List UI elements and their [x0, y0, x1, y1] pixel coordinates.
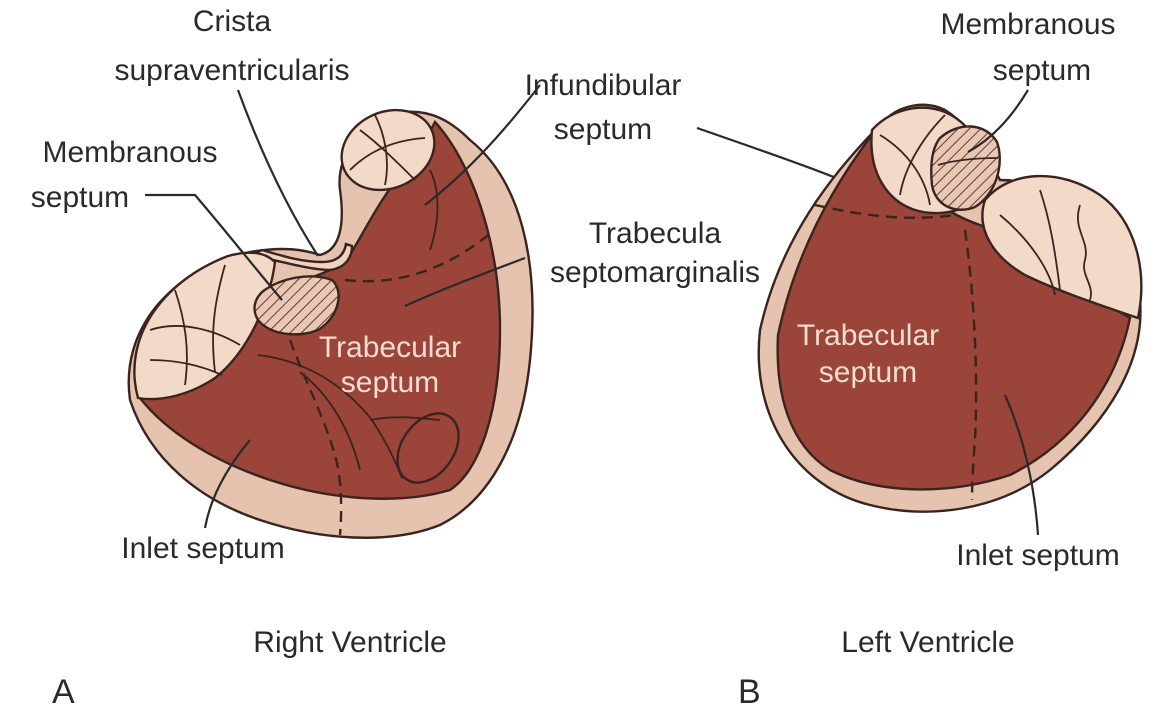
panel-b-letter: B — [738, 673, 761, 711]
right-membranous-label-line2: septum — [31, 181, 129, 214]
right-trabecular-label-line2: septum — [341, 366, 439, 399]
left-membranous-label-line2: septum — [993, 54, 1091, 87]
right-trabecular-label-line1: Trabecular — [319, 331, 461, 364]
infundibular-label-line1: Infundibular — [525, 69, 682, 102]
left-inlet-label: Inlet septum — [956, 539, 1119, 572]
trabecula-label-line2: septomarginalis — [550, 256, 760, 289]
crista-label-line2: supraventricularis — [114, 54, 349, 87]
left-ventricle-panel — [759, 105, 1142, 512]
infundibular-label-line2: septum — [554, 113, 652, 146]
panel-a-letter: A — [52, 673, 75, 711]
left-membranous-label-line1: Membranous — [940, 8, 1115, 41]
crista-label-line1: Crista — [193, 5, 272, 38]
left-trabecular-label-line2: septum — [819, 356, 917, 389]
left-ventricle-caption: Left Ventricle — [841, 626, 1014, 659]
trabecula-label-line1: Trabecula — [589, 217, 722, 250]
right-ventricle-caption: Right Ventricle — [253, 626, 446, 659]
right-inlet-label: Inlet septum — [121, 532, 284, 565]
right-membranous-label-line1: Membranous — [42, 136, 217, 169]
left-trabecular-label-line1: Trabecular — [797, 319, 939, 352]
